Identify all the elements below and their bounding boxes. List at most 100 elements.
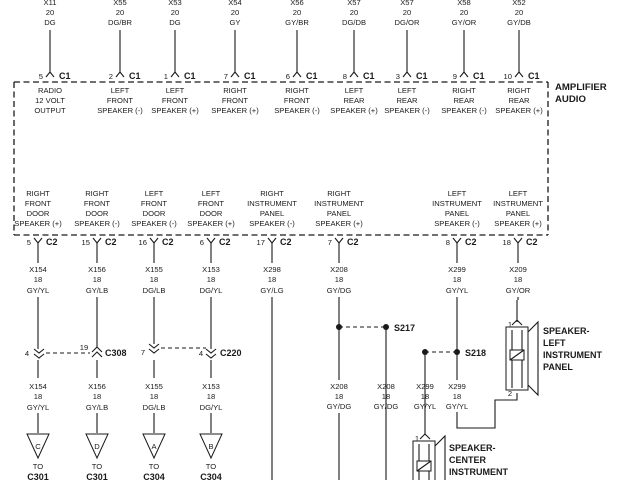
c2-pin-label: SPEAKER (+) <box>315 219 363 228</box>
c2-pin-number: 6 <box>200 238 204 247</box>
wire-circuit: X209 <box>509 265 527 274</box>
wire-color: GY/YL <box>27 403 49 412</box>
female-terminal <box>33 348 45 359</box>
c1-connector-label: C1 <box>184 71 196 81</box>
c2-pin-label: LEFT <box>509 189 528 198</box>
c1-pin-terminal <box>514 71 524 78</box>
c2-pin-label: PANEL <box>327 209 351 218</box>
wire-color: GY/OR <box>452 18 477 27</box>
c1-pin-label: LEFT <box>111 86 130 95</box>
wire-color: DG/LB <box>143 403 166 412</box>
wire-color: DG <box>44 18 55 27</box>
speaker-center-label-line1: SPEAKER- <box>449 443 496 453</box>
wire-color: GY/BR <box>285 18 309 27</box>
wire-circuit: X155 <box>145 265 163 274</box>
speaker-center-label-line3: INSTRUMENT <box>449 467 508 477</box>
c1-connector-label: C1 <box>244 71 256 81</box>
wire-color: GY/YL <box>446 286 468 295</box>
c1-pin-terminal <box>115 71 125 78</box>
destination-to: TO <box>149 462 160 471</box>
splice-s217: S217 <box>336 323 415 480</box>
c2-pin-number: 17 <box>257 238 265 247</box>
c1-pin-label: 12 VOLT <box>35 96 65 105</box>
c1-pin-terminal <box>402 71 412 78</box>
wire-circuit: X208 <box>330 265 348 274</box>
destination-triangle <box>26 433 50 460</box>
c1-pin-terminal <box>349 71 359 78</box>
c1-pin-label: SPEAKER (+) <box>495 106 543 115</box>
wire-gauge: 20 <box>350 8 358 17</box>
c1-pin-number: 3 <box>396 72 400 81</box>
wire-gauge: 18 <box>453 275 461 284</box>
wire-color: DG/YL <box>200 403 223 412</box>
c2-pin-number: 15 <box>82 238 90 247</box>
c2-pin-label: RIGHT <box>85 189 109 198</box>
c2-pin-label: INSTRUMENT <box>432 199 482 208</box>
c1-pin-terminal <box>292 71 302 78</box>
c2-pin-number: 18 <box>503 238 511 247</box>
c1-pin-label: RIGHT <box>223 86 247 95</box>
splice-dot <box>454 349 460 355</box>
c2-pin-terminal <box>33 237 43 244</box>
c1-pin-number: 2 <box>109 72 113 81</box>
c2-pin-label: SPEAKER (-) <box>249 219 295 228</box>
wire-color: GY/DB <box>507 18 531 27</box>
c2-connector-label: C2 <box>280 237 292 247</box>
c2-pin-label: FRONT <box>84 199 111 208</box>
wire-circuit: X208 <box>330 382 348 391</box>
destination-to: TO <box>33 462 44 471</box>
destination-connector: C304 <box>200 472 222 480</box>
destination-connector: C304 <box>143 472 165 480</box>
wire-circuit: X57 <box>400 0 414 7</box>
wire-color: DG/LB <box>143 286 166 295</box>
c1-pin-terminal <box>170 71 180 78</box>
wire-circuit: X154 <box>29 265 47 274</box>
wire-color: GY/LG <box>260 286 283 295</box>
c2-pin-label: PANEL <box>260 209 284 218</box>
c1-pin-label: RIGHT <box>452 86 476 95</box>
wire-color: DG/BR <box>108 18 133 27</box>
wire-gauge: 18 <box>268 275 276 284</box>
c1-pin-label: RIGHT <box>507 86 531 95</box>
c1-pin-number: 8 <box>343 72 347 81</box>
c1-pin-number: 10 <box>504 72 512 81</box>
c2-pin-terminal <box>452 237 462 244</box>
c1-pin-label: OUTPUT <box>34 106 66 115</box>
wire-color: GY/YL <box>446 402 468 411</box>
c1-connector-label: C1 <box>473 71 485 81</box>
female-terminal <box>148 343 160 354</box>
destination-to: TO <box>92 462 103 471</box>
wire-gauge: 18 <box>382 392 390 401</box>
wire-gauge: 18 <box>34 275 42 284</box>
c1-pin-number: 6 <box>286 72 290 81</box>
c1-pin-label: FRONT <box>107 96 134 105</box>
c2-connector-label: C2 <box>162 237 174 247</box>
c1-pin-label: SPEAKER (-) <box>441 106 487 115</box>
wire-gauge: 18 <box>93 275 101 284</box>
c2-pin-label: LEFT <box>448 189 467 198</box>
speaker-left-label-line1: SPEAKER- <box>543 326 590 336</box>
speaker-magnet <box>527 320 539 397</box>
destination-triangle <box>199 433 223 460</box>
wire-color: GY/YL <box>27 286 49 295</box>
c1-pin-label: SPEAKER (+) <box>211 106 259 115</box>
wire-circuit: X56 <box>290 0 304 7</box>
speaker-cone-mark <box>509 349 525 361</box>
c2-connector-label: C2 <box>465 237 477 247</box>
wire-circuit: X298 <box>263 265 281 274</box>
c2-pin-label: PANEL <box>506 209 530 218</box>
c2-pin-label: FRONT <box>141 199 168 208</box>
c2-connector-label: C2 <box>219 237 231 247</box>
c1-pin-number: 9 <box>453 72 457 81</box>
speaker-left-label-line2: LEFT <box>543 338 566 348</box>
wire-gauge: 18 <box>514 275 522 284</box>
wire-circuit: X58 <box>457 0 471 7</box>
wire-gauge: 18 <box>150 392 158 401</box>
connector-pin: 19 <box>80 343 88 352</box>
wire-color: GY/OR <box>506 286 531 295</box>
c1-connector-label: C1 <box>528 71 540 81</box>
c1-pin-label: SPEAKER (+) <box>330 106 378 115</box>
c1-pin-number: 5 <box>39 72 43 81</box>
c2-connector-label: C2 <box>526 237 538 247</box>
wire-circuit: X155 <box>145 382 163 391</box>
